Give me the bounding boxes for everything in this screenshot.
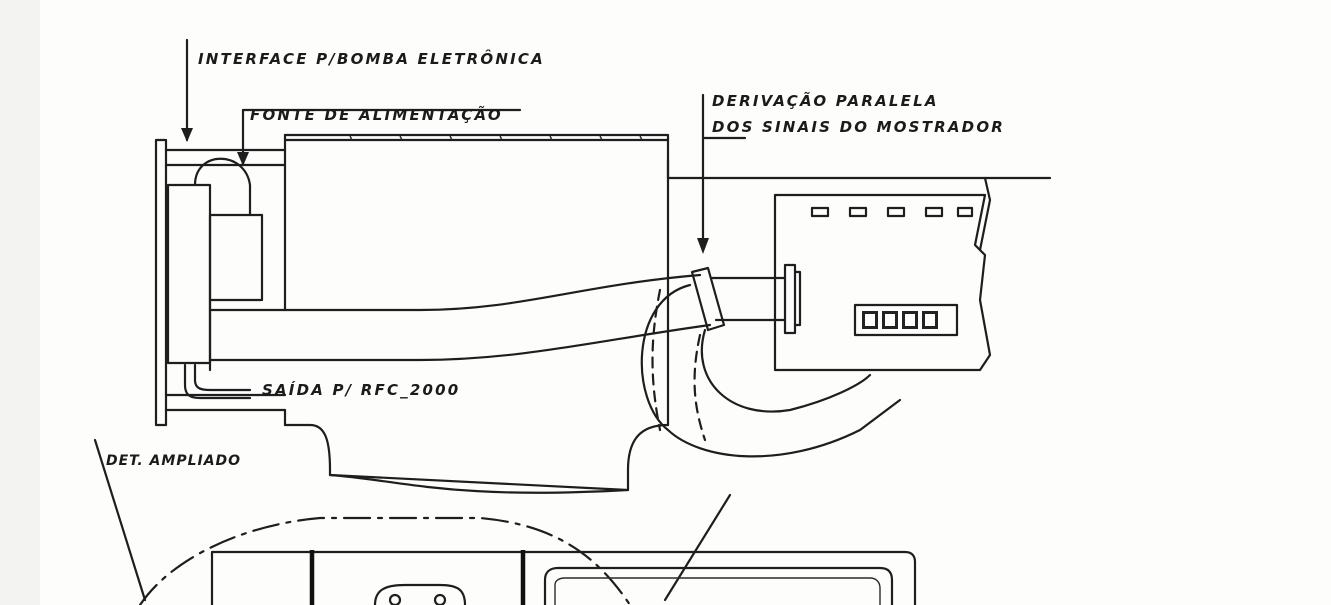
- display-slot-4: [924, 206, 944, 218]
- cable-loop-lower: [640, 283, 902, 458]
- display-slot-3: [886, 206, 906, 218]
- display-panel: [773, 193, 992, 372]
- detail-tab: [373, 583, 467, 605]
- loop-outer: [640, 283, 902, 458]
- conduit-flange: [783, 263, 797, 335]
- detail-hole-2: [433, 593, 447, 605]
- digit-display: [853, 303, 959, 337]
- cable-loop: [193, 157, 252, 217]
- label-saida: SAÍDA P/ RFC_2000: [262, 380, 460, 399]
- label-interface: INTERFACE P/BOMBA ELETRÔNICA: [198, 48, 545, 68]
- rfc-cable-2: [193, 363, 252, 392]
- interface-board: [166, 183, 212, 365]
- loop-inner: [700, 328, 872, 413]
- label-derivacao-2: DOS SINAIS DO MOSTRADOR: [712, 118, 1005, 136]
- conduit-end: [710, 276, 787, 322]
- detail-inner-frame-2: [554, 577, 881, 605]
- label-derivacao-1: DERIVAÇÃO PARALELA: [712, 91, 939, 110]
- flange-cap: [793, 270, 802, 327]
- conduit-coupling: [690, 266, 726, 332]
- base-bottom-edge: [328, 473, 630, 494]
- digit-cell-inner: [885, 314, 895, 326]
- housing: [154, 133, 670, 494]
- display-housing: [666, 158, 1052, 372]
- detail-leader-left: [93, 438, 147, 602]
- label-detalhe: DET. AMPLIADO: [106, 453, 241, 469]
- digit-cells: [862, 311, 938, 329]
- detail-leader-right: [663, 493, 732, 602]
- break-line: [978, 176, 992, 252]
- power-supply-box: [208, 213, 264, 302]
- display-slot-5: [956, 206, 974, 218]
- main-box-top: [283, 133, 670, 427]
- detail-box: [210, 550, 917, 605]
- digit-cell-inner: [865, 314, 875, 326]
- top-hatch: [349, 135, 643, 141]
- leader-lines: [181, 38, 747, 254]
- arrow-derivacao: [697, 238, 709, 254]
- loop-hidden-2: [693, 333, 707, 442]
- arrow-fonte: [237, 152, 249, 166]
- label-fonte: FONTE DE ALIMENTAÇÃO: [250, 105, 503, 124]
- top-rails: [164, 148, 287, 167]
- display-slot-2: [848, 206, 868, 218]
- conduit-top: [208, 273, 702, 312]
- digit-cell-inner: [905, 314, 915, 326]
- rfc-output-cables: [183, 363, 252, 400]
- cable-conduit: [208, 263, 802, 372]
- detail-callout: [93, 438, 917, 605]
- display-slot-1: [810, 206, 830, 218]
- detail-hole-1: [388, 593, 402, 605]
- detail-circle: [138, 516, 632, 605]
- front-plate: [154, 138, 168, 427]
- main-box-base: [283, 423, 670, 492]
- rfc-cable-1: [183, 363, 252, 400]
- paper-shadow: [0, 0, 40, 605]
- loop-hidden-1: [651, 288, 662, 432]
- arrow-interface: [181, 128, 193, 142]
- conduit-bottom: [208, 323, 712, 362]
- detail-inner-frame: [543, 566, 894, 605]
- bottom-rails: [164, 393, 287, 412]
- digit-cell-inner: [925, 314, 935, 326]
